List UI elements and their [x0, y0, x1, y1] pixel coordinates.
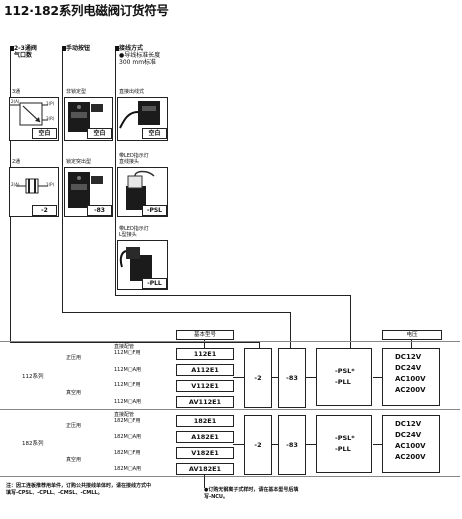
- group0-port-code: -2: [244, 348, 272, 408]
- manual-guide-drop: [290, 312, 291, 348]
- series-182-label: 182系列: [22, 441, 44, 447]
- two-way-label: 2通: [12, 159, 21, 165]
- model-AV182E1: AV182E1: [176, 463, 234, 475]
- group1-connector: [305, 444, 316, 445]
- solenoid-valve-icon: [68, 172, 103, 208]
- manual-locking-photo: 空白: [64, 97, 113, 141]
- group1-port-code: -2: [244, 415, 272, 475]
- ports-guide-line-h: [10, 342, 260, 343]
- manual-locking-label: 非锁定型: [66, 89, 87, 95]
- three-way-code: 空白: [32, 128, 57, 139]
- group1-manual-code: -83: [278, 415, 306, 475]
- wiring-guide-line-h: [115, 295, 351, 296]
- ports-header: 2-3通阀气口数: [10, 45, 37, 59]
- wiring-direct-label: 直接出线式: [119, 89, 145, 95]
- group1-wiring-code: -PSL*-PLL: [316, 415, 372, 473]
- straight-connector-icon: [126, 170, 155, 210]
- group0-row1-desc: 112M□A用: [114, 367, 142, 373]
- wiring-straight-label: 带LED指示灯直线接头: [119, 153, 149, 165]
- model-112E1: 112E1: [176, 348, 234, 360]
- wiring-direct-photo: 空白: [117, 97, 168, 141]
- manual-protrude-photo: -83: [64, 167, 113, 217]
- group0-connector: [305, 377, 316, 378]
- model-AV112E1: AV112E1: [176, 396, 234, 408]
- group1-positive-label: 正压用: [66, 423, 82, 429]
- group0-connector: [271, 377, 278, 378]
- group0-manual-code: -83: [278, 348, 306, 408]
- model-A182E1: A182E1: [176, 431, 234, 443]
- group1-connector: [233, 444, 244, 445]
- group1-connector: [373, 444, 382, 445]
- group0-connector: [233, 377, 244, 378]
- footnote-right: ●订购无钢离子式样时，请在基本型号后填写-NCU。: [204, 487, 299, 500]
- page-title: 112·182系列电磁阀订货符号: [4, 3, 169, 18]
- ports-guide-drop: [259, 342, 260, 348]
- wiring-direct-code: 空白: [142, 128, 167, 139]
- wiring-guide-line: [115, 47, 116, 295]
- model-V182E1: V182E1: [176, 447, 234, 459]
- wiring-lshape-code: -PLL: [142, 278, 167, 289]
- manual-protrude-label: 锁定突出型: [66, 159, 92, 165]
- manual-guide-line: [62, 47, 63, 312]
- group0-row3-desc: 112M□A用: [114, 399, 142, 405]
- two-way-code: -2: [32, 205, 57, 216]
- voltage-header: 电压: [382, 330, 442, 340]
- group1-row2-desc: 182M□F用: [114, 450, 141, 456]
- group0-vacuum-label: 真空用: [66, 390, 82, 396]
- group1-row1-desc: 182M□A用: [114, 434, 142, 440]
- group0-wiring-code: -PSL*-PLL: [316, 348, 372, 406]
- three-way-label: 3通: [12, 89, 21, 95]
- group1-vacuum-label: 真空用: [66, 457, 82, 463]
- manual-guide-line-h: [62, 312, 291, 313]
- wiring-lshape-photo: -PLL: [117, 240, 168, 290]
- model-header-tick: [204, 340, 205, 348]
- group-separator-rule: [0, 409, 460, 410]
- footnote-left: 注：因工连板推荐用单件，订购公共接线单体时，请在接线方式中填写-CPSL、-CP…: [6, 483, 152, 496]
- model-V112E1: V112E1: [176, 380, 234, 392]
- series-112-label: 112系列: [22, 374, 44, 380]
- model-182E1: 182E1: [176, 415, 234, 427]
- manual-header: 手动按钮: [61, 45, 91, 52]
- group0-positive-label: 正压用: [66, 355, 82, 361]
- wiring-straight-code: -PSL: [142, 205, 167, 216]
- group1-connector: [271, 444, 278, 445]
- model-A112E1: A112E1: [176, 364, 234, 376]
- table-top-rule: [0, 341, 460, 342]
- two-way-symbol: 2(A) 1(P) -2: [9, 167, 59, 217]
- note-pointer-line: [204, 474, 205, 488]
- group1-row3-desc: 182M□A用: [114, 466, 142, 472]
- wiring-straight-photo: -PSL: [117, 167, 168, 217]
- l-connector-icon: [119, 247, 152, 281]
- three-way-symbol: 2(A) 1(P) 3(R) 空白: [9, 97, 59, 141]
- group0-connector: [373, 377, 382, 378]
- manual-protrude-code: -83: [87, 205, 112, 216]
- voltage-header-tick: [411, 340, 412, 348]
- wiring-header: 接线方式 ●导线标准长度 300 mm标准: [114, 45, 161, 66]
- three-way-valve-icon: [10, 102, 48, 126]
- table-bottom-rule: [0, 476, 460, 477]
- solenoid-lead-wire-icon: [119, 101, 160, 129]
- wiring-guide-drop: [350, 295, 351, 348]
- group0-row2-desc: 112M□F用: [114, 382, 141, 388]
- model-header: 基本型号: [176, 330, 234, 340]
- two-way-valve-icon: [16, 178, 48, 194]
- solenoid-valve-icon: [68, 102, 103, 132]
- manual-locking-code: 空白: [87, 128, 112, 139]
